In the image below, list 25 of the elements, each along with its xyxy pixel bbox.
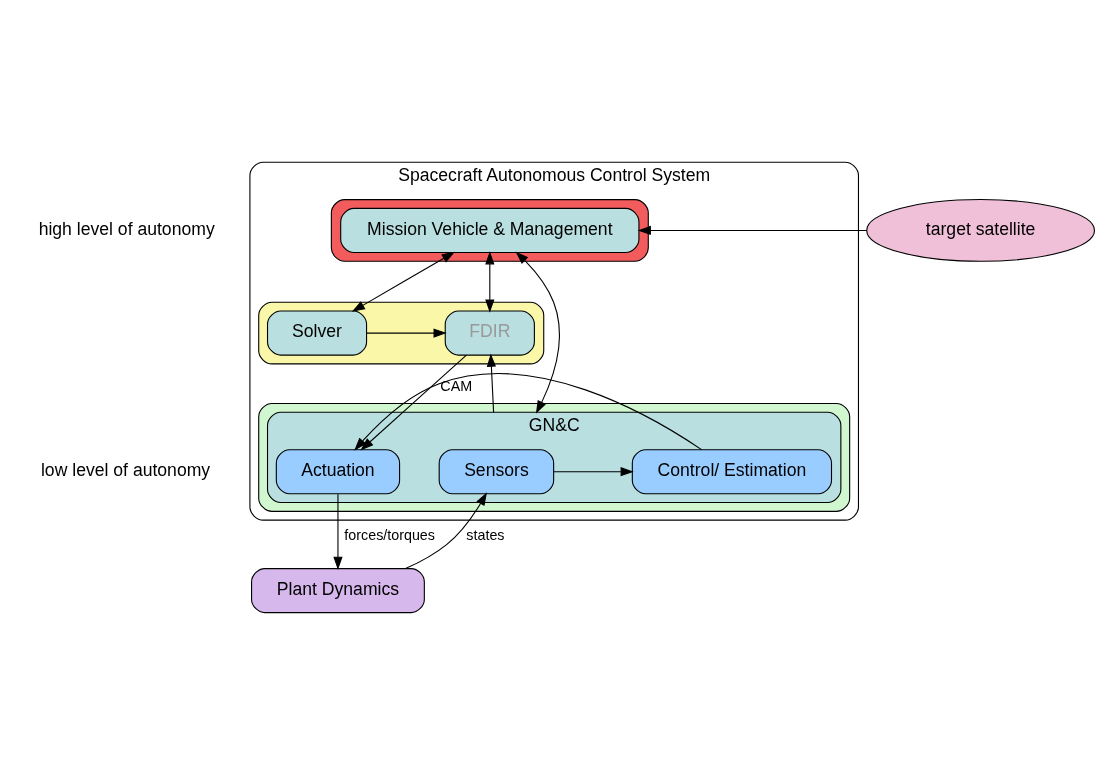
arrow <box>637 225 868 235</box>
arrow <box>486 353 496 413</box>
node-box: Solver <box>266 310 368 356</box>
arrow <box>553 466 634 476</box>
arrow <box>515 251 560 414</box>
edge-label: CAM <box>440 377 473 394</box>
arrow <box>366 327 447 338</box>
arrow <box>351 251 456 312</box>
node-ellipse: target satellite <box>866 198 1096 262</box>
arrow <box>333 493 343 570</box>
label: high level of autonomy <box>38 218 215 239</box>
node-box: Plant Dynamics <box>251 567 425 613</box>
arrow <box>485 250 495 313</box>
cluster <box>258 402 851 512</box>
edge-label: states <box>466 526 505 543</box>
arrow <box>405 491 487 569</box>
node-box: Sensors <box>438 448 555 494</box>
edge-label: forces/torques <box>344 526 435 543</box>
node-box: Actuation <box>275 448 401 494</box>
label: low level of autonomy <box>40 459 211 480</box>
node-box: FDIR <box>444 310 535 356</box>
node-box: Control/ Estimation <box>631 448 833 494</box>
arrow <box>360 354 467 450</box>
node-box: Mission Vehicle & Management <box>340 207 640 253</box>
arrow <box>354 372 703 451</box>
